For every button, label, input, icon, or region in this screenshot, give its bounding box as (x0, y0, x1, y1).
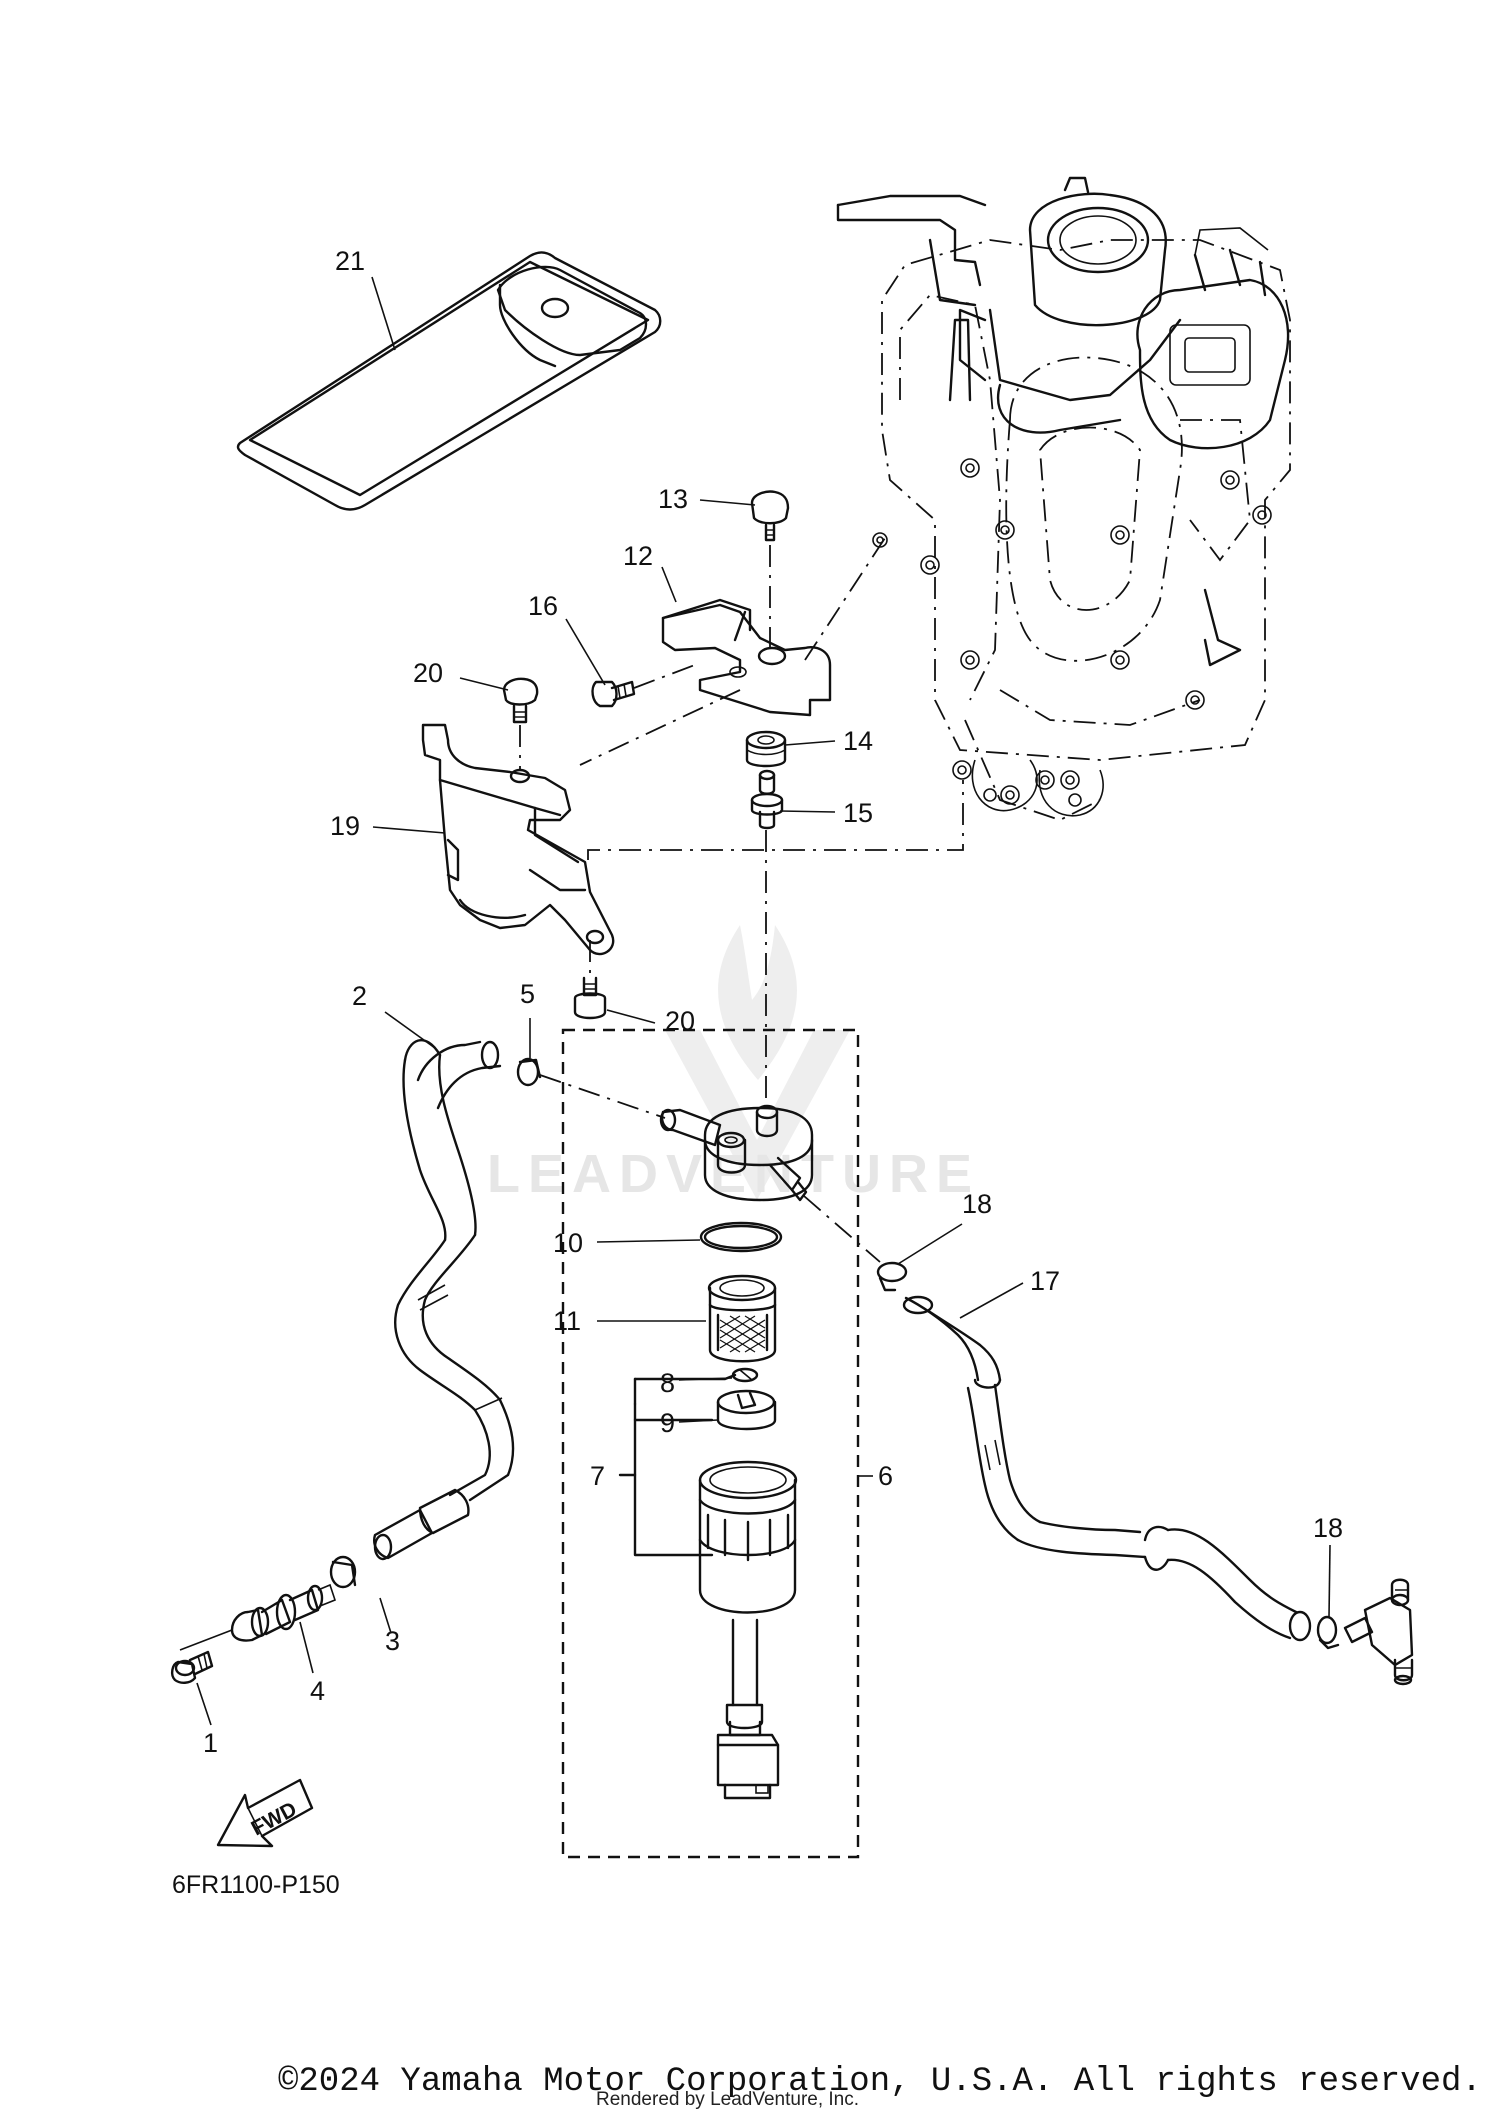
part-7-filter-cup (698, 1460, 798, 1800)
part-18-clip-lower (1316, 1615, 1340, 1650)
callout-18-upper: 18 (962, 1189, 992, 1219)
callout-3: 3 (385, 1626, 400, 1656)
part-18-clip-upper (876, 1261, 908, 1292)
part-2-hose (373, 1039, 515, 1561)
diagram-code: 6FR1100-P150 (172, 1871, 340, 1899)
callout-1: 1 (203, 1728, 218, 1758)
callout-8: 8 (660, 1368, 675, 1398)
part-5-clip (516, 1057, 542, 1087)
part-12-bracket (661, 598, 832, 717)
part-6-assembly-boundary (561, 1028, 860, 1859)
part-14-grommet (745, 730, 787, 768)
part-16-bolt (591, 680, 636, 708)
part-11-filter-element (707, 1274, 777, 1363)
callout-14: 14 (843, 726, 873, 756)
callout-16: 16 (528, 591, 558, 621)
callout-2: 2 (352, 981, 367, 1011)
part-21-pouch (236, 251, 662, 511)
callout-6: 6 (878, 1461, 893, 1491)
callout-19: 19 (330, 811, 360, 841)
engine-block-outline (836, 176, 1291, 821)
callout-20-upper: 20 (413, 658, 443, 688)
part-1-screw (170, 1650, 214, 1684)
callout-18-lower: 18 (1313, 1513, 1343, 1543)
callout-20-lower: 20 (665, 1006, 695, 1036)
part-20-bolt-lower (573, 976, 607, 1020)
callout-10: 10 (553, 1228, 583, 1258)
callout-12: 12 (623, 541, 653, 571)
callout-13: 13 (658, 484, 688, 514)
watermark-text: LEADVENTURE (487, 1144, 980, 1204)
part-17-hose (902, 1295, 1312, 1642)
part-10-o-ring (699, 1221, 783, 1253)
leadventure-watermark: LEADVENTURE (487, 925, 980, 1204)
part-20-bolt-upper (502, 677, 539, 724)
t-joint-fitting (1343, 1578, 1414, 1686)
callout-4: 4 (310, 1676, 325, 1706)
fwd-arrow-icon: FWD (216, 1778, 314, 1848)
callout-15: 15 (843, 798, 873, 828)
callout-11: 11 (553, 1306, 581, 1336)
callout-7: 7 (590, 1461, 605, 1491)
part-15-collar (750, 769, 784, 830)
part-6-filter-head (659, 1104, 814, 1202)
part-8-circlip (731, 1367, 759, 1383)
part-13-bolt (750, 490, 790, 542)
callout-labels: 21 13 12 16 20 14 15 19 20 2 5 18 17 10 … (203, 246, 1343, 1758)
copyright-notice: ©2024 Yamaha Motor Corporation, U.S.A. A… (278, 2063, 1482, 2101)
part-4-fitting (179, 1583, 336, 1651)
part-9-float (716, 1389, 777, 1431)
callout-5: 5 (520, 979, 535, 1009)
rendered-by-notice: Rendered by LeadVenture, Inc. (596, 2089, 859, 2110)
callout-17: 17 (1030, 1266, 1060, 1296)
callout-21: 21 (335, 246, 365, 276)
leader-lines (196, 276, 1331, 1726)
part-19-cover (421, 723, 615, 956)
callout-9: 9 (660, 1408, 675, 1438)
part-3-clip (329, 1555, 357, 1589)
